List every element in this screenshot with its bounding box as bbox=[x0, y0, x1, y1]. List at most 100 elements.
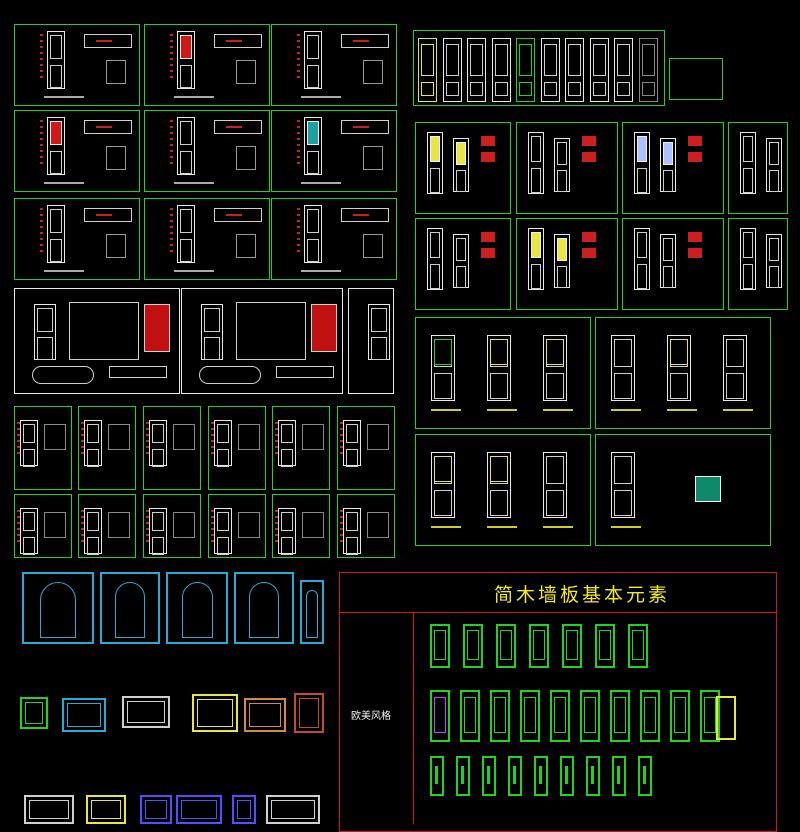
dimension-line bbox=[431, 409, 461, 411]
wall-unit-elevation bbox=[244, 698, 286, 732]
door-inner-panel bbox=[743, 136, 753, 163]
dimension-line bbox=[611, 409, 641, 411]
door-elevation bbox=[667, 335, 691, 401]
wall-unit-elevation bbox=[62, 698, 106, 732]
door-inner-panel bbox=[557, 142, 567, 165]
catalog-panel bbox=[640, 690, 660, 742]
profile-detail bbox=[106, 234, 126, 258]
door-inner-panel bbox=[281, 512, 293, 532]
column-elevation-sheet bbox=[415, 218, 511, 310]
door-lower-panel bbox=[23, 536, 35, 556]
strip-door-panel bbox=[470, 44, 483, 76]
dimension-mark bbox=[297, 156, 300, 158]
catalog-panel-inner bbox=[464, 697, 476, 733]
dimension-mark bbox=[275, 428, 278, 430]
strip-door-base bbox=[543, 82, 557, 96]
door-inner-panel bbox=[456, 142, 466, 165]
wall-unit-inner bbox=[237, 800, 251, 819]
strip-door-base bbox=[494, 82, 508, 96]
red-panel bbox=[311, 304, 337, 352]
catalog-panel-inner bbox=[434, 697, 446, 733]
dimension-mark bbox=[170, 132, 173, 134]
door-lower-panel bbox=[180, 65, 192, 89]
door-inner-panel bbox=[50, 35, 62, 60]
red-callout bbox=[481, 136, 495, 146]
profile-detail bbox=[106, 146, 126, 170]
door-inner-panel bbox=[180, 35, 192, 60]
dimension-mark bbox=[40, 64, 43, 66]
door-inner-panel bbox=[346, 512, 358, 532]
section-detail bbox=[341, 208, 389, 222]
wall-unit-elevation bbox=[192, 694, 238, 732]
catalog-panel bbox=[700, 690, 720, 742]
elevation-sheet bbox=[14, 198, 140, 280]
profile-detail bbox=[236, 146, 256, 170]
plan-strip bbox=[109, 366, 167, 378]
red-callout bbox=[688, 136, 702, 146]
sheet-caption-line bbox=[301, 182, 341, 184]
dimension-mark bbox=[170, 226, 173, 228]
dimension-mark bbox=[146, 522, 149, 524]
door-inner-panel bbox=[180, 121, 192, 146]
door-colored-panel bbox=[546, 339, 564, 365]
dimension-mark bbox=[146, 422, 149, 424]
door-elevation bbox=[47, 117, 65, 175]
door-inner-panel bbox=[546, 456, 564, 484]
dimension-mark bbox=[146, 428, 149, 430]
profile-detail bbox=[363, 234, 383, 258]
door-lower-panel bbox=[531, 167, 541, 193]
door-elevation bbox=[149, 420, 167, 466]
dimension-mark bbox=[146, 446, 149, 448]
column-elevation-sheet bbox=[728, 218, 788, 310]
dimension-mark bbox=[170, 70, 173, 72]
dimension-mark bbox=[17, 434, 20, 436]
dimension-mark bbox=[170, 150, 173, 152]
wall-unit-elevation bbox=[86, 795, 126, 824]
dimension-mark bbox=[81, 446, 84, 448]
wall-unit-elevation bbox=[266, 795, 320, 824]
red-callout bbox=[688, 248, 702, 258]
door-inner-panel bbox=[87, 424, 99, 444]
dimension-mark bbox=[40, 58, 43, 60]
dimension-mark bbox=[146, 540, 149, 542]
door-inner-panel bbox=[152, 512, 164, 532]
wall-unit-elevation bbox=[176, 795, 222, 824]
door-lower-panel bbox=[37, 337, 53, 360]
strip-door-base bbox=[519, 82, 532, 96]
catalog-panel bbox=[580, 690, 600, 742]
catalog-ladder bbox=[716, 696, 736, 740]
door-lower-panel bbox=[152, 448, 164, 468]
door-set-sheet bbox=[415, 317, 591, 429]
dimension-mark bbox=[40, 150, 43, 152]
strip-door-panel bbox=[421, 44, 434, 76]
dimension-mark bbox=[40, 156, 43, 158]
dimension-mark bbox=[297, 52, 300, 54]
door-lower-panel bbox=[557, 266, 567, 288]
wall-unit-elevation bbox=[140, 795, 172, 824]
door-elevation bbox=[214, 508, 232, 554]
red-callout bbox=[582, 152, 596, 162]
dimension-mark bbox=[340, 516, 343, 518]
door-inner-panel bbox=[204, 308, 220, 332]
column-elevation bbox=[528, 132, 544, 194]
catalog-divider-v bbox=[413, 612, 414, 824]
dimension-mark bbox=[146, 534, 149, 536]
dimension-mark bbox=[275, 516, 278, 518]
dimension-mark bbox=[170, 138, 173, 140]
door-elevation bbox=[543, 335, 567, 401]
door-inner-panel bbox=[307, 121, 319, 146]
door-lower-panel bbox=[614, 489, 632, 517]
dimension-mark bbox=[40, 76, 43, 78]
detail-block bbox=[238, 512, 260, 538]
column-elevation-sheet bbox=[622, 122, 724, 214]
column-elevation bbox=[427, 132, 443, 194]
dimension-mark bbox=[211, 540, 214, 542]
door-inner-panel bbox=[50, 121, 62, 146]
dimension-mark bbox=[146, 510, 149, 512]
catalog-panel bbox=[628, 624, 648, 668]
door-inner-panel bbox=[430, 136, 440, 163]
elevation-sheet bbox=[14, 110, 140, 192]
door-lower-panel bbox=[346, 448, 358, 468]
door-inner-panel bbox=[637, 232, 647, 259]
